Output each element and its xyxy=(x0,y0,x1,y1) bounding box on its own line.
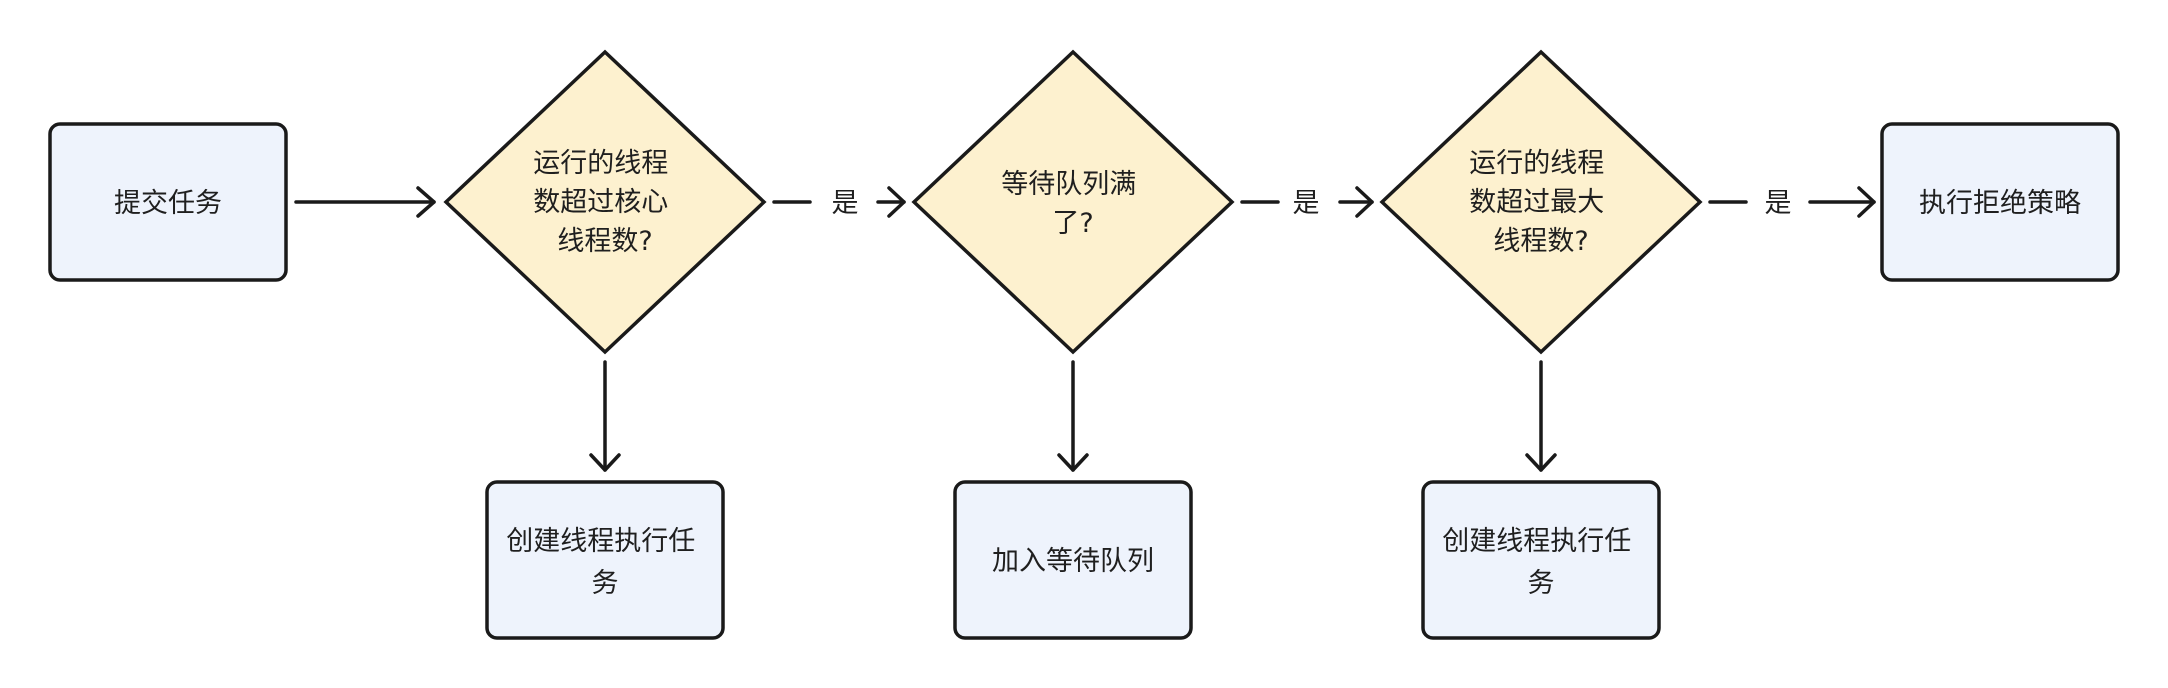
decision-queue-full: 等待队列满 了? xyxy=(911,49,1235,355)
decision-max-threads: 运行的线程 数超过最大 线程数? xyxy=(1379,49,1703,355)
node-submit-task: 提交任务 xyxy=(48,122,288,282)
node-reject-policy: 执行拒绝策略 xyxy=(1880,122,2120,282)
decision-core-threads: 运行的线程 数超过核心 线程数? xyxy=(443,49,767,355)
edge-core-no-to-create xyxy=(589,360,621,472)
node-create-max-thread-label: 创建线程执行任 务 xyxy=(1442,526,1640,599)
node-add-to-queue: 加入等待队列 xyxy=(953,480,1193,640)
edge-label-yes-2: 是 xyxy=(1293,188,1320,219)
edge-label-yes-1: 是 xyxy=(832,188,859,219)
edge-max-to-reject: 是 xyxy=(1708,186,1876,219)
node-create-core-thread: 创建线程执行任 务 xyxy=(485,480,725,640)
edge-queue-to-max-check: 是 xyxy=(1240,186,1374,219)
node-submit-task-label: 提交任务 xyxy=(114,188,222,219)
decision-core-threads-label: 运行的线程 数超过核心 线程数? xyxy=(533,148,677,257)
edge-submit-to-core-check xyxy=(294,186,436,218)
node-reject-policy-label: 执行拒绝策略 xyxy=(1919,188,2081,219)
decision-queue-full-label: 等待队列满 了? xyxy=(1001,169,1145,239)
edge-queue-no-to-enqueue xyxy=(1057,360,1089,472)
edge-label-yes-3: 是 xyxy=(1765,188,1792,219)
node-create-core-thread-label: 创建线程执行任 务 xyxy=(506,526,704,599)
node-add-to-queue-label: 加入等待队列 xyxy=(992,546,1154,577)
edge-core-to-queue-check: 是 xyxy=(772,186,906,219)
edge-max-no-to-create xyxy=(1525,360,1557,472)
node-create-max-thread: 创建线程执行任 务 xyxy=(1421,480,1661,640)
decision-max-threads-label: 运行的线程 数超过最大 线程数? xyxy=(1469,148,1613,257)
